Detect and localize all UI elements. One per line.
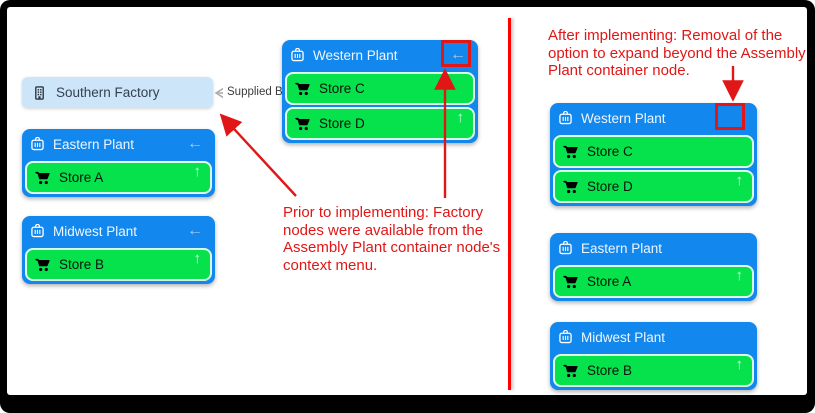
container-label: Eastern Plant (581, 240, 663, 256)
collapse-arrow-icon[interactable]: ← (187, 135, 203, 152)
factory-label: Southern Factory (56, 85, 160, 100)
store-node-d[interactable]: Store D ↑ (285, 107, 475, 140)
store-node-a[interactable]: Store A ↑ (25, 161, 212, 194)
store-label: Store A (587, 274, 632, 289)
store-label: Store D (587, 179, 633, 194)
container-midwest-plant-after[interactable]: Midwest Plant Store B ↑ (550, 322, 757, 390)
store-cart-icon (295, 82, 310, 96)
collapse-arrow-icon[interactable]: ← (450, 46, 466, 63)
store-node-a[interactable]: Store A ↑ (553, 265, 754, 298)
edge-label-supplied-by: Supplied By (223, 85, 293, 99)
store-cart-icon (295, 117, 310, 131)
store-cart-icon (35, 171, 50, 185)
assembly-plant-icon (31, 224, 44, 238)
assembly-plant-icon (31, 137, 44, 151)
assembly-plant-icon (291, 48, 304, 62)
store-node-b[interactable]: Store B ↑ (25, 248, 212, 281)
collapse-arrow-icon[interactable]: ← (187, 222, 203, 239)
container-eastern-plant-after[interactable]: Eastern Plant Store A ↑ (550, 233, 757, 301)
expand-arrow-icon[interactable]: ↑ (735, 356, 744, 373)
store-label: Store C (319, 81, 365, 96)
expand-arrow-icon[interactable]: ↑ (735, 172, 744, 189)
store-label: Store B (587, 363, 633, 378)
store-cart-icon (35, 258, 50, 272)
annotation-before: Prior to implementing: Factory nodes wer… (283, 204, 501, 274)
store-cart-icon (563, 364, 578, 378)
diagram-canvas: Southern Factory Supplied By Western Pla… (7, 7, 807, 395)
assembly-plant-icon (559, 330, 572, 344)
container-label: Eastern Plant (53, 136, 135, 152)
store-label: Store D (319, 116, 365, 131)
expand-arrow-icon[interactable]: ↑ (193, 163, 202, 180)
container-header[interactable]: Eastern Plant (553, 233, 754, 263)
container-western-plant-after[interactable]: Western Plant Store C (550, 103, 757, 206)
store-node-b[interactable]: Store B ↑ (553, 354, 754, 387)
store-node-c[interactable]: Store C (285, 72, 475, 105)
container-header[interactable]: Western Plant ← (285, 40, 475, 70)
assembly-plant-icon (559, 241, 572, 255)
annotation-after: After implementing: Removal of the optio… (548, 27, 806, 79)
container-label: Midwest Plant (53, 223, 138, 239)
container-label: Western Plant (581, 110, 666, 126)
highlight-rect-after (715, 103, 745, 130)
factory-node-southern[interactable]: Southern Factory (22, 77, 213, 108)
container-label: Western Plant (313, 47, 398, 63)
container-midwest-plant-before[interactable]: Midwest Plant ← Store B ↑ (22, 216, 215, 284)
store-label: Store A (59, 170, 104, 185)
store-label: Store C (587, 144, 633, 159)
store-cart-icon (563, 180, 578, 194)
store-node-d[interactable]: Store D ↑ (553, 170, 754, 203)
store-label: Store B (59, 257, 105, 272)
factory-building-icon (33, 85, 46, 100)
container-header[interactable]: Midwest Plant (553, 322, 754, 352)
container-header[interactable]: Western Plant (553, 103, 754, 133)
container-header[interactable]: Midwest Plant ← (25, 216, 212, 246)
divider-line (508, 18, 511, 390)
expand-arrow-icon[interactable]: ↑ (456, 109, 465, 126)
store-cart-icon (563, 275, 578, 289)
assembly-plant-icon (559, 111, 572, 125)
expand-arrow-icon[interactable]: ↑ (193, 250, 202, 267)
container-label: Midwest Plant (581, 329, 666, 345)
container-header[interactable]: Eastern Plant ← (25, 129, 212, 159)
highlight-rect-before (441, 40, 471, 67)
store-cart-icon (563, 145, 578, 159)
expand-arrow-icon[interactable]: ↑ (735, 267, 744, 284)
container-eastern-plant-before[interactable]: Eastern Plant ← Store A ↑ (22, 129, 215, 197)
store-node-c[interactable]: Store C (553, 135, 754, 168)
